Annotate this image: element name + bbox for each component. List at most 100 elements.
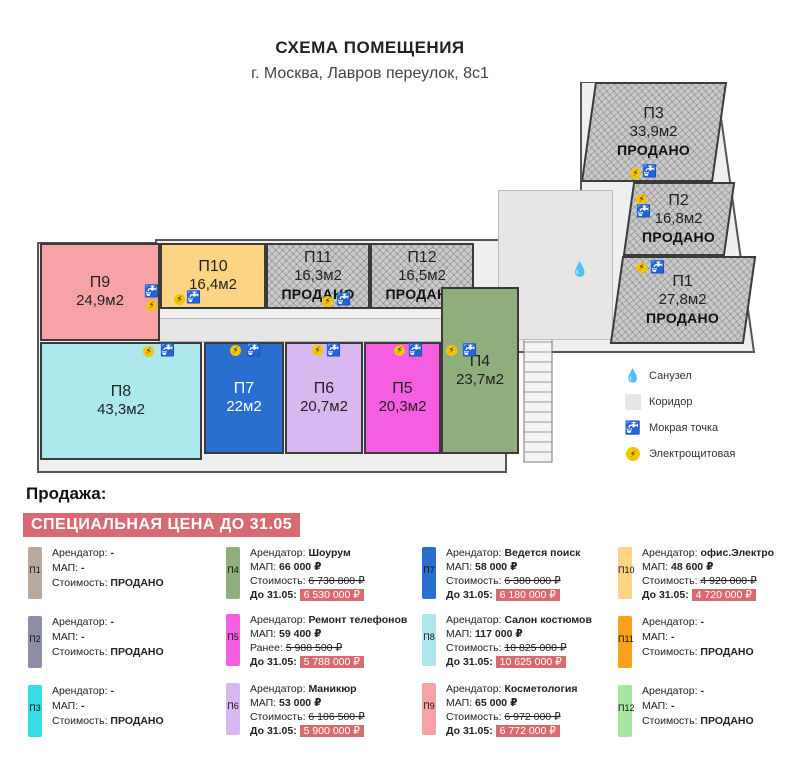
room-p11[interactable]: П11 16,3м2 ПРОДАНО — [266, 243, 370, 309]
old-price-value: 6 106 500 ₽ — [308, 711, 365, 723]
cost-label: Стоимость: — [642, 715, 698, 727]
card-badge-label: П6 — [227, 701, 239, 711]
faucet-icon: 🚰 — [650, 260, 665, 274]
card-badge — [226, 614, 240, 666]
card-badge-label: П11 — [618, 634, 634, 644]
new-price-value: 10 625 000 ₽ — [495, 656, 566, 668]
card-map: МАП: 59 400 ₽ — [250, 628, 321, 640]
card-old-price: Ранее: 5 988 500 ₽ — [250, 642, 342, 654]
card-map: МАП: - — [52, 631, 85, 643]
card-old-price: Стоимость: 6 106 500 ₽ — [250, 711, 365, 723]
old-price-value: 6 730 800 ₽ — [308, 575, 365, 587]
electric-icon: ⚡ — [312, 345, 323, 356]
room-p9[interactable]: П9 24,9м2 — [40, 243, 160, 341]
new-price-label: До 31.05: — [642, 589, 689, 601]
tenant-value: - — [700, 616, 704, 628]
old-price-value: 6 972 000 ₽ — [504, 711, 561, 723]
card-p5[interactable]: П5 Арендатор: Ремонт телефонов МАП: 59 4… — [226, 614, 421, 676]
room-area: 16,3м2 — [294, 267, 342, 284]
map-label: МАП: — [642, 631, 669, 643]
card-new-price: До 31.05: 10 625 000 ₽ — [446, 656, 566, 668]
card-map: МАП: - — [642, 631, 675, 643]
room-label: П1 27,8м2 ПРОДАНО — [646, 273, 719, 327]
card-cost: Стоимость: ПРОДАНО — [642, 715, 754, 727]
old-price-label: Стоимость: — [446, 711, 502, 723]
card-p7[interactable]: П7 Арендатор: Ведется поиск МАП: 58 000 … — [422, 547, 612, 609]
room-p8[interactable]: П8 43,3м2 — [40, 342, 202, 460]
room-area: 23,7м2 — [456, 370, 504, 388]
card-badge — [28, 547, 42, 599]
map-label: МАП: — [446, 697, 473, 709]
room-name: П2 — [668, 192, 690, 209]
new-price-label: До 31.05: — [446, 725, 493, 737]
card-p11[interactable]: П11 Арендатор: - МАП: - Стоимость: ПРОДА… — [618, 616, 788, 678]
card-map: МАП: 65 000 ₽ — [446, 697, 517, 709]
faucet-icon: 🚰 — [624, 420, 642, 435]
legend-wet: 🚰 Мокрая точка — [625, 420, 718, 436]
card-p4[interactable]: П4 Арендатор: Шоурум МАП: 66 000 ₽ Стоим… — [226, 547, 421, 609]
card-p9[interactable]: П9 Арендатор: Косметология МАП: 65 000 ₽… — [422, 683, 612, 745]
card-p12[interactable]: П12 Арендатор: - МАП: - Стоимость: ПРОДА… — [618, 685, 788, 747]
card-badge-label: П1 — [29, 565, 41, 575]
card-new-price: До 31.05: 6 180 000 ₽ — [446, 589, 560, 601]
map-value: - — [671, 700, 675, 712]
card-map: МАП: 53 000 ₽ — [250, 697, 321, 709]
tenant-value: Ведется поиск — [504, 547, 581, 559]
tenant-label: Арендатор: — [446, 547, 502, 559]
card-new-price: До 31.05: 5 788 000 ₽ — [250, 656, 364, 668]
card-badge — [618, 685, 632, 737]
cost-value: ПРОДАНО — [110, 715, 164, 727]
electric-icon: ⚡ — [230, 345, 241, 356]
room-name: П8 — [110, 383, 132, 400]
old-price-label: Стоимость: — [250, 575, 306, 587]
room-p5[interactable]: П5 20,3м2 — [364, 342, 441, 454]
card-badge — [28, 685, 42, 737]
water-drop-icon: 💧 — [624, 368, 642, 383]
tenant-label: Арендатор: — [52, 547, 108, 559]
legend-label: Мокрая точка — [649, 422, 719, 434]
legend-label: Электрощитовая — [649, 448, 736, 460]
tenant-value: Салон костюмов — [504, 614, 592, 626]
card-badge — [422, 614, 436, 666]
card-p3[interactable]: П3 Арендатор: - МАП: - Стоимость: ПРОДАН… — [28, 685, 218, 747]
card-p1[interactable]: П1 Арендатор: - МАП: - Стоимость: ПРОДАН… — [28, 547, 218, 609]
faucet-icon: 🚰 — [336, 292, 351, 306]
sold-label: ПРОДАНО — [385, 286, 459, 302]
card-badge — [618, 616, 632, 668]
map-value: - — [81, 562, 85, 574]
card-p2[interactable]: П2 Арендатор: - МАП: - Стоимость: ПРОДАН… — [28, 616, 218, 678]
toilet-room: 💧 — [560, 256, 600, 282]
room-area: 20,7м2 — [300, 398, 348, 415]
electric-icon: ⚡ — [625, 446, 641, 462]
room-p6[interactable]: П6 20,7м2 — [285, 342, 363, 454]
room-name: П9 — [89, 274, 111, 291]
cost-value: ПРОДАНО — [110, 577, 164, 589]
sold-label: ПРОДАНО — [646, 310, 720, 326]
room-label: П2 16,8м2 ПРОДАНО — [642, 192, 715, 246]
tenant-value: - — [700, 685, 704, 697]
room-p4[interactable]: П4 23,7м2 — [441, 287, 519, 454]
room-name: П7 — [233, 380, 255, 397]
room-area: 20,3м2 — [378, 398, 427, 415]
card-p8[interactable]: П8 Арендатор: Салон костюмов МАП: 117 00… — [422, 614, 612, 676]
card-p6[interactable]: П6 Арендатор: Маникюр МАП: 53 000 ₽ Стои… — [226, 683, 421, 745]
special-price-banner: СПЕЦИАЛЬНАЯ ЦЕНА ДО 31.05 — [23, 513, 301, 537]
map-value: 53 000 ₽ — [279, 697, 322, 709]
legend-label: Коридор — [649, 396, 693, 408]
card-old-price: Стоимость: 10 825 000 ₽ — [446, 642, 567, 654]
card-tenant: Арендатор: - — [642, 616, 704, 628]
old-price-value: 10 825 000 ₽ — [504, 642, 567, 654]
card-tenant: Арендатор: Шоурум — [250, 547, 351, 559]
room-p7[interactable]: П7 22м2 — [204, 342, 284, 454]
faucet-icon: 🚰 — [144, 284, 159, 298]
cost-label: Стоимость: — [52, 646, 108, 658]
faucet-icon: 🚰 — [186, 290, 201, 304]
card-badge — [226, 547, 240, 599]
electric-icon: ⚡ — [636, 194, 647, 205]
card-p10[interactable]: П10 Арендатор: офис.Электро МАП: 48 600 … — [618, 547, 788, 609]
room-area: 16,8м2 — [655, 210, 703, 227]
plan-address: г. Москва, Лавров переулок, 8с1 — [251, 65, 489, 82]
room-p1[interactable]: П1 27,8м2 ПРОДАНО — [609, 256, 757, 344]
map-label: МАП: — [642, 700, 669, 712]
card-badge — [422, 547, 436, 599]
